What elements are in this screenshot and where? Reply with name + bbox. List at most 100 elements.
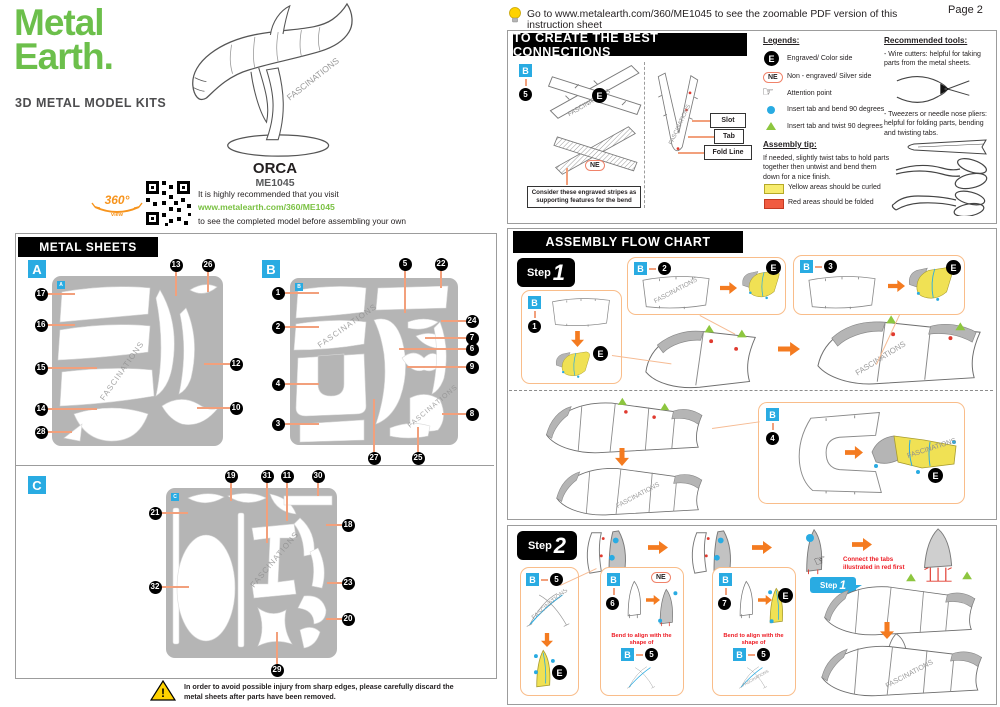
logo-line-2: Earth. xyxy=(14,36,114,78)
model-name: ORCA xyxy=(252,160,298,177)
connections-title: TO CREATE THE BEST CONNECTIONS xyxy=(513,31,747,59)
sheet-c-parts-graphic: FASCINATIONS xyxy=(172,493,333,649)
dorsal-fin-attach xyxy=(905,528,973,582)
step-number: 1 xyxy=(839,578,847,592)
step-2-label: Step 2 xyxy=(517,531,577,560)
page-number: Page 2 xyxy=(948,4,983,16)
part-callout-B-4: 4 xyxy=(271,377,285,391)
callout-leader-line xyxy=(399,348,466,350)
legends-title: Legends: xyxy=(763,36,800,45)
callout-leader-line xyxy=(317,482,319,496)
part-callout-B-24: 24 xyxy=(465,314,479,328)
part-callout-B-7: 7 xyxy=(465,331,479,345)
stripes-note: Consider these engraved stripes as suppo… xyxy=(527,186,641,208)
top-note-text: Go to www.metalearth.com/360/ME1045 to s… xyxy=(527,9,898,31)
callout-leader-line xyxy=(286,482,288,521)
step-number: 2 xyxy=(553,532,567,558)
assembly-tip-title: Assembly tip: xyxy=(763,140,817,149)
connections-part-ref: 5 xyxy=(519,88,532,101)
callout-leader-line xyxy=(207,271,209,292)
callout-leader-line xyxy=(417,427,419,452)
callout-leader-line xyxy=(161,586,189,588)
badge-separator xyxy=(748,654,755,656)
badge-separator xyxy=(534,311,536,318)
b4-sheet-badge: B xyxy=(766,408,779,421)
step1-assembly-a xyxy=(645,324,756,389)
legend-engraved-badge-icon: E xyxy=(764,51,779,66)
part-callout-B-25: 25 xyxy=(411,451,425,465)
model-code: ME1045 xyxy=(255,177,295,189)
legend-item-text: Engraved/ Color side xyxy=(787,55,853,62)
note-leader-line xyxy=(566,168,568,185)
360-view-badge: 360° view xyxy=(91,193,143,218)
part-callout-A-13: 13 xyxy=(169,258,183,272)
b4-part-badge: 4 xyxy=(766,432,779,445)
callout-leader-line xyxy=(284,423,319,425)
yellow-swatch xyxy=(764,184,784,194)
b6-shape-guide xyxy=(626,666,656,689)
b3-sheet-badge: B xyxy=(800,260,813,273)
step1-reference-bubble: Step 1 xyxy=(810,577,856,593)
engraved-side-badge: E xyxy=(592,88,607,103)
b5-part: FASCINATIONS xyxy=(526,589,570,628)
bend-dot-marker xyxy=(806,534,814,542)
callout-leader-line xyxy=(47,408,97,410)
callout-leader-line xyxy=(425,337,466,339)
slot-tab-drawing: FASCINATIONS xyxy=(657,72,699,152)
assembly-tip-text: If needed, slightly twist tabs to hold p… xyxy=(763,155,890,181)
fin-joined xyxy=(806,529,823,575)
callout-leader-line xyxy=(407,366,466,368)
flow-chart-title: ASSEMBLY FLOW CHART xyxy=(513,231,743,253)
fold-leader xyxy=(678,152,704,154)
connect-note: Connect the tabs illustrated in red firs… xyxy=(843,556,905,572)
callout-leader-line xyxy=(47,324,75,326)
yellow-note: Yellow areas should be curled xyxy=(788,184,881,191)
metal-sheet-c: C FASCINATIONS xyxy=(166,488,337,658)
step1-assembly-c xyxy=(546,397,703,454)
part-callout-B-27: 27 xyxy=(367,451,381,465)
step-word: Step xyxy=(819,580,838,590)
sheet-a-parts-graphic: FASCINATIONS xyxy=(57,284,219,442)
engraved-badge: E xyxy=(778,588,793,603)
b6-ref-sheet-badge: B xyxy=(621,648,634,661)
b7-shape-guide: FASCINATIONS xyxy=(738,666,770,689)
logo-line-1: Metal xyxy=(14,2,105,43)
part-callout-A-15: 15 xyxy=(34,361,48,375)
orca-model-drawing: FASCINATIONS xyxy=(192,2,353,157)
b7-part xyxy=(739,581,753,619)
badge-separator xyxy=(815,266,822,268)
red-note: Red areas should be folded xyxy=(788,199,874,206)
right-arrow xyxy=(758,595,772,605)
part-callout-A-14: 14 xyxy=(34,402,48,416)
part-callout-A-16: 16 xyxy=(34,318,48,332)
part-callout-B-2: 2 xyxy=(271,320,285,334)
twist-triangle-icon xyxy=(766,122,776,130)
non-engraved-badge: NE xyxy=(651,572,671,583)
sheet-b-label: B xyxy=(262,260,280,278)
part-callout-B-8: 8 xyxy=(465,407,479,421)
badge-separator xyxy=(772,423,774,430)
watermark-text: FASCINATIONS xyxy=(285,56,341,103)
part-callout-B-5: 5 xyxy=(398,257,412,271)
callout-leader-line xyxy=(276,632,278,664)
b2-part-badge: 2 xyxy=(658,262,671,275)
part-callout-A-26: 26 xyxy=(201,258,215,272)
step2-body xyxy=(824,586,976,636)
part-callout-C-30: 30 xyxy=(311,469,325,483)
legend-item-text: Non - engraved/ Silver side xyxy=(787,73,872,80)
visit-url: www.metalearth.com/360/ME1045 xyxy=(198,202,335,213)
b1-sheet-badge: B xyxy=(528,296,541,309)
connections-divider xyxy=(644,62,645,208)
logo-tagline: 3D METAL MODEL KITS xyxy=(15,96,167,110)
sheet-c-mini-label: C xyxy=(171,493,179,501)
callout-leader-line xyxy=(440,270,442,288)
warning-exclamation: ! xyxy=(161,686,165,700)
b3-part-badge: 3 xyxy=(824,260,837,273)
engraved-badge: E xyxy=(928,468,943,483)
engraved-stripes-drawing xyxy=(553,126,638,175)
part-callout-C-23: 23 xyxy=(341,576,355,590)
b6-result-part xyxy=(658,589,678,627)
callout-leader-line xyxy=(284,383,319,385)
b6-part-badge: 6 xyxy=(606,597,619,610)
step-1-label: Step 1 xyxy=(517,258,575,287)
